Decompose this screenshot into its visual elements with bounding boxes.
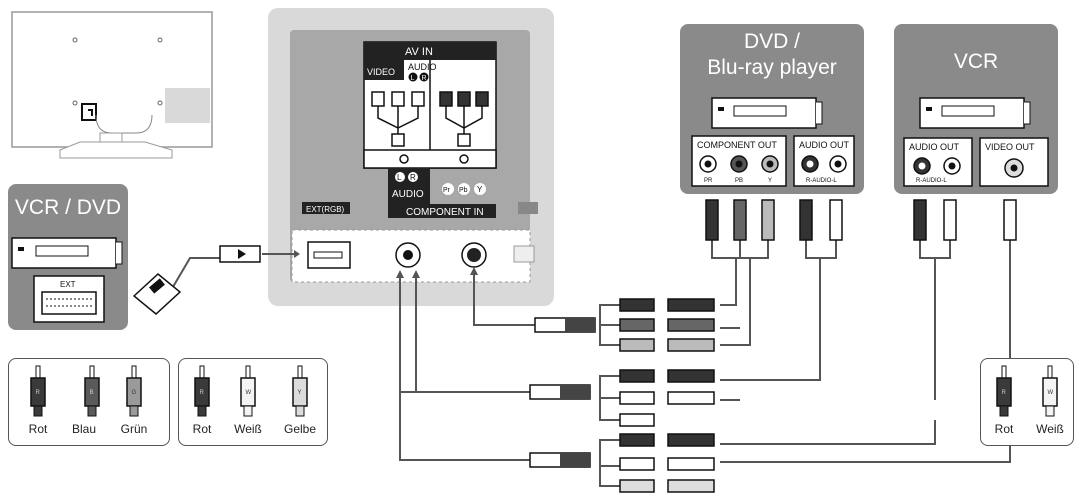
av-in-title: AV IN <box>405 46 433 58</box>
rca-plug-icon: Y <box>292 365 308 417</box>
vcr-dvd-ext-label: EXT <box>60 280 76 289</box>
rca-plug-icon: B <box>84 365 100 417</box>
dvd-pb-label: PB <box>735 178 743 184</box>
pb-mark: Pb <box>459 187 468 194</box>
audio-label: AUDIO <box>408 62 437 72</box>
dvd-title-line1: DVD / <box>743 30 800 53</box>
dvd-audio-out-label: AUDIO OUT <box>799 140 850 150</box>
dvd-player-icon: COMPONENT OUT PR PB Y AUDIO OUT R-AUDIO-… <box>691 97 855 187</box>
r-mark-lower: R <box>410 173 416 182</box>
y-mark: Y <box>477 185 483 194</box>
vcr-device-icon: AUDIO OUT R-AUDIO-L VIDEO OUT <box>903 97 1049 187</box>
vcr-title: VCR <box>953 50 999 73</box>
legend-label-1-3: Grün <box>120 422 148 436</box>
l-mark-lower: L <box>397 173 402 182</box>
rca-plug-icon: R <box>194 365 210 417</box>
rca-plug-letter: G <box>132 390 137 396</box>
tv-panel-drawing: AV IN VIDEO AUDIO L R L R <box>291 41 538 283</box>
vcr-audio-sub: R-AUDIO-L <box>916 178 947 184</box>
rca-plug-letter: Y <box>298 390 302 396</box>
legend-label-2-2: Weiß <box>234 422 262 436</box>
rca-plug-icon: R <box>996 365 1012 417</box>
rca-plug-letter: R <box>200 390 205 396</box>
vcr-audio-out-label: AUDIO OUT <box>909 142 960 152</box>
vcr-video-out-label: VIDEO OUT <box>985 142 1035 152</box>
rca-plug-icon: R <box>30 365 46 417</box>
pr-mark: Pr <box>443 187 451 194</box>
legend-label-2-3: Gelbe <box>283 422 317 436</box>
dvd-y-label: Y <box>768 178 772 184</box>
video-label: VIDEO <box>367 67 395 77</box>
legend-audio <box>980 358 1074 446</box>
rca-plug-letter: W <box>246 390 252 396</box>
tv-back-icon <box>11 11 213 159</box>
vcr-dvd-title: VCR / DVD <box>14 196 122 219</box>
rca-plug-letter: W <box>1048 390 1054 396</box>
legend-label-2-1: Rot <box>192 422 212 436</box>
component-in-label: COMPONENT IN <box>406 207 484 218</box>
dvd-component-out-label: COMPONENT OUT <box>697 140 777 150</box>
rca-plug-letter: B <box>90 390 94 396</box>
rca-plug-icon: W <box>1042 365 1058 417</box>
legend-label-1-2: Blau <box>71 422 97 436</box>
legend-label-3-2: Weiß <box>1036 422 1064 436</box>
dvd-title-line2: Blu-ray player <box>707 56 837 79</box>
audio-label-lower: AUDIO <box>392 189 424 200</box>
rca-plug-letter: R <box>1002 390 1007 396</box>
ext-rgb-label: EXT(RGB) <box>306 205 345 214</box>
vcr-dvd-device-icon: EXT <box>11 237 123 323</box>
legend-label-3-1: Rot <box>994 422 1014 436</box>
dvd-audio-sub: R-AUDIO-L <box>806 178 837 184</box>
rca-plug-icon: W <box>240 365 256 417</box>
dvd-pr-label: PR <box>704 178 713 184</box>
rca-plug-letter: R <box>36 390 41 396</box>
rca-plug-icon: G <box>126 365 142 417</box>
legend-label-1-1: Rot <box>28 422 48 436</box>
l-mark: L <box>411 75 415 82</box>
r-mark: R <box>422 75 427 82</box>
